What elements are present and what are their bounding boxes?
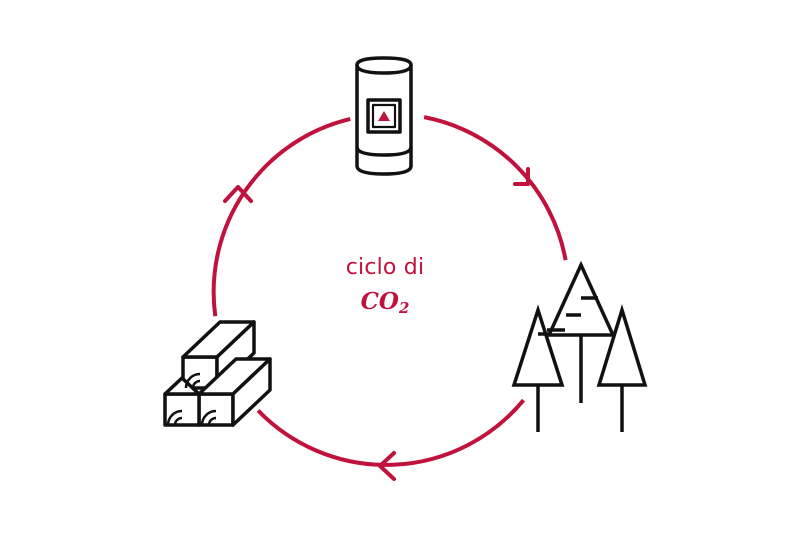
logs-icon — [163, 320, 272, 427]
trees-icon — [511, 260, 648, 432]
co2-formula: CO2 — [300, 288, 470, 322]
arrowhead-bottom — [378, 451, 396, 481]
stove-icon — [355, 56, 413, 176]
arc-trees-to-logs — [256, 398, 526, 467]
formula-subscript: 2 — [398, 299, 410, 317]
arc-logs-to-stove — [211, 116, 351, 317]
arrowhead-left — [223, 185, 253, 203]
cycle-label: ciclo di — [345, 255, 425, 280]
arrowhead-right — [513, 167, 530, 186]
flame-triangle-icon — [378, 111, 390, 121]
arc-stove-to-trees — [423, 115, 568, 261]
formula-main: CO — [360, 288, 399, 315]
